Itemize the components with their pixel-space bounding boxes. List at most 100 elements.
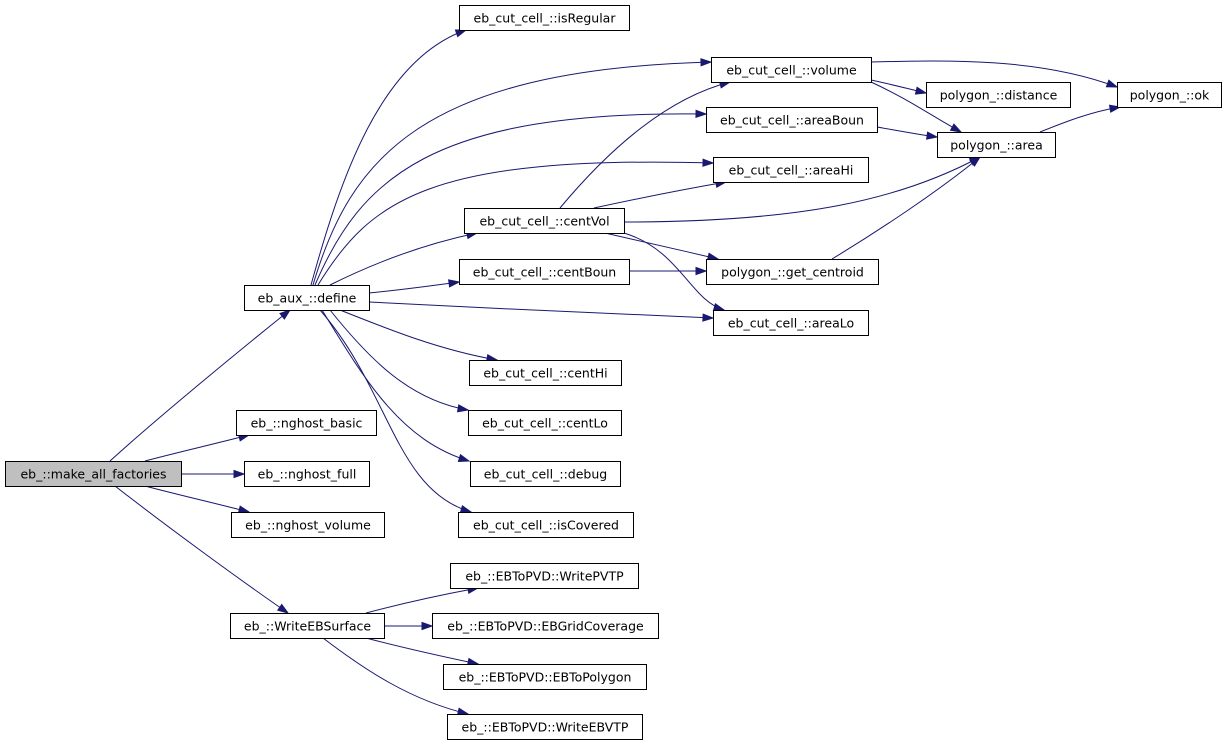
node-arealo[interactable]: eb_cut_cell_::areaLo <box>713 310 869 336</box>
node-label: eb_::make_all_factories <box>20 467 166 482</box>
node-label: eb_cut_cell_::areaHi <box>729 163 854 178</box>
edge-define-to-arealo <box>368 301 715 322</box>
node-writeebsurface[interactable]: eb_::WriteEBSurface <box>230 613 385 639</box>
node-iscovered[interactable]: eb_cut_cell_::isCovered <box>458 512 634 538</box>
edge-line <box>365 587 479 614</box>
edge-define-to-centlo <box>329 309 470 413</box>
arrowhead-icon <box>914 86 928 95</box>
arrowhead-icon <box>700 58 713 67</box>
node-area[interactable]: polygon_::area <box>937 132 1056 158</box>
node-box <box>926 82 1071 108</box>
edge-make-all-factories-to-nghost-full <box>182 469 246 479</box>
edge-line <box>368 281 460 294</box>
edge-line <box>109 309 291 462</box>
node-areahi[interactable]: eb_cut_cell_::areaHi <box>713 157 869 183</box>
arrowhead-icon <box>279 309 292 320</box>
node-nghost-full[interactable]: eb_::nghost_full <box>244 461 370 487</box>
node-box <box>450 563 639 589</box>
arrowhead-icon <box>459 505 473 514</box>
arrowhead-icon <box>712 303 726 312</box>
node-ebgridcoverage[interactable]: eb_::EBToPVD::EBGridCoverage <box>432 613 659 639</box>
edge-define-to-centboun <box>368 279 461 294</box>
node-box <box>236 410 377 436</box>
edges-layer <box>109 29 1122 716</box>
node-writeebvtp[interactable]: eb_::EBToPVD::WriteEBVTP <box>447 714 643 740</box>
edge-line <box>144 434 250 462</box>
edge-define-to-volume <box>312 58 713 286</box>
node-label: eb_::nghost_full <box>258 467 357 482</box>
node-isregular[interactable]: eb_cut_cell_::isRegular <box>459 5 630 31</box>
node-centhi[interactable]: eb_cut_cell_::centHi <box>469 360 622 386</box>
edge-writeebsurface-to-writepvtp <box>365 585 480 614</box>
node-label: eb_cut_cell_::centLo <box>482 416 608 431</box>
arrowhead-icon <box>702 158 715 167</box>
edge-define-to-centhi <box>339 309 499 363</box>
node-get-centroid[interactable]: polygon_::get_centroid <box>706 259 879 285</box>
edge-line <box>319 309 472 513</box>
edge-line <box>321 309 470 462</box>
arrowhead-icon <box>421 621 434 631</box>
node-box <box>244 461 370 487</box>
edge-line <box>593 181 727 209</box>
node-box <box>443 664 647 690</box>
arrowhead-icon <box>695 266 708 276</box>
node-areaboun[interactable]: eb_cut_cell_::areaBoun <box>706 107 878 133</box>
node-nghost-basic[interactable]: eb_::nghost_basic <box>236 410 377 436</box>
node-centvol[interactable]: eb_cut_cell_::centVol <box>464 208 625 234</box>
node-centboun[interactable]: eb_cut_cell_::centBoun <box>459 259 630 285</box>
arrowhead-icon <box>695 109 708 119</box>
arrowhead-icon <box>969 156 982 167</box>
edge-line <box>314 113 707 286</box>
node-ok[interactable]: polygon_::ok <box>1117 82 1222 108</box>
edge-line <box>114 485 289 614</box>
node-make-all-factories[interactable]: eb_::make_all_factories <box>5 461 182 487</box>
node-label: eb_::EBToPVD::WritePVTP <box>465 569 624 584</box>
node-box <box>459 5 630 31</box>
node-label: eb_cut_cell_::isCovered <box>473 518 619 533</box>
node-label: eb_cut_cell_::areaBoun <box>720 113 864 128</box>
node-debug[interactable]: eb_cut_cell_::debug <box>470 461 621 487</box>
edge-centvol-to-areahi <box>593 179 728 209</box>
node-box <box>706 107 878 133</box>
node-centlo[interactable]: eb_cut_cell_::centLo <box>468 410 622 436</box>
edge-line <box>322 637 469 715</box>
node-box <box>470 461 621 487</box>
node-box <box>469 360 622 386</box>
edge-line <box>329 309 469 411</box>
edge-line <box>339 309 498 361</box>
node-label: eb_::nghost_volume <box>245 518 371 533</box>
node-nghost-volume[interactable]: eb_::nghost_volume <box>231 512 385 538</box>
arrowhead-icon <box>1105 79 1119 88</box>
node-box <box>459 259 630 285</box>
node-distance[interactable]: polygon_::distance <box>926 82 1071 108</box>
edge-make-all-factories-to-nghost-volume <box>144 485 251 514</box>
edge-define-to-areahi <box>317 158 715 286</box>
edge-define-to-areaboun <box>314 109 708 286</box>
node-ebtopolygon[interactable]: eb_::EBToPVD::EBToPolygon <box>443 664 647 690</box>
node-box <box>706 259 879 285</box>
edge-centvol-to-get-centroid <box>604 232 720 261</box>
edge-volume-to-ok <box>870 60 1119 88</box>
node-volume[interactable]: eb_cut_cell_::volume <box>711 57 872 83</box>
edge-line <box>604 232 719 260</box>
node-label: polygon_::distance <box>940 88 1058 103</box>
node-box <box>432 613 659 639</box>
edge-areaboun-to-area <box>876 126 939 140</box>
edge-get-centroid-to-area <box>831 156 982 260</box>
node-box <box>447 714 643 740</box>
node-define[interactable]: eb_aux_::define <box>244 285 370 311</box>
node-label: polygon_::get_centroid <box>721 265 864 280</box>
edge-line <box>559 81 731 209</box>
arrowhead-icon <box>702 313 715 322</box>
arrowhead-icon <box>276 603 290 614</box>
edge-line <box>368 301 714 319</box>
node-box <box>244 285 370 311</box>
edge-define-to-centvol <box>329 231 479 286</box>
node-label: eb_cut_cell_::isRegular <box>474 11 617 26</box>
node-writepvtp[interactable]: eb_::EBToPVD::WritePVTP <box>450 563 639 589</box>
node-label: eb_::EBToPVD::EBToPolygon <box>459 670 632 685</box>
node-box <box>1117 82 1222 108</box>
arrowhead-icon <box>448 279 461 288</box>
node-box <box>458 512 634 538</box>
